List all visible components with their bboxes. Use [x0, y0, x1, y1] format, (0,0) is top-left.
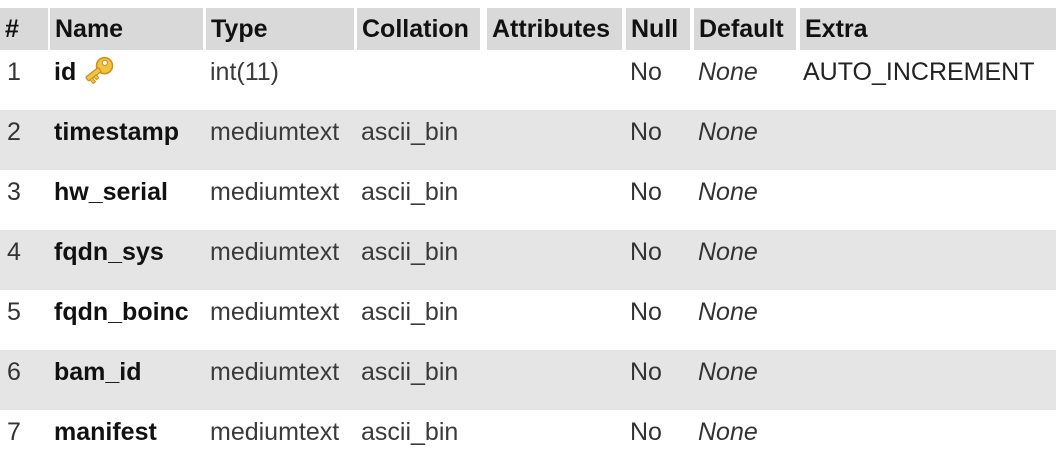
column-null: No: [630, 238, 662, 266]
column-default: None: [698, 418, 758, 446]
column-null: No: [630, 118, 662, 146]
table-row[interactable]: 1 id int(11) No None AUTO_INCREMENT: [0, 50, 1056, 110]
column-name: hw_serial: [54, 178, 168, 206]
header-num[interactable]: #: [0, 8, 48, 50]
header-default[interactable]: Default: [694, 8, 796, 50]
row-number: 3: [7, 178, 21, 206]
column-name: fqdn_boinc: [54, 298, 189, 326]
column-type: mediumtext: [210, 238, 340, 266]
column-default: None: [698, 238, 758, 266]
column-default: None: [698, 298, 758, 326]
column-name: manifest: [54, 418, 157, 446]
row-number: 7: [7, 418, 21, 446]
key-icon: [85, 57, 114, 85]
row-number: 6: [7, 358, 21, 386]
column-type: mediumtext: [210, 178, 340, 206]
column-null: No: [630, 58, 662, 86]
column-default: None: [698, 118, 758, 146]
table-row[interactable]: 4 fqdn_sys mediumtext ascii_bin No None: [0, 230, 1056, 290]
column-name-text: id: [54, 58, 77, 86]
header-null[interactable]: Null: [626, 8, 690, 50]
table-row[interactable]: 6 bam_id mediumtext ascii_bin No None: [0, 350, 1056, 410]
table-row[interactable]: 2 timestamp mediumtext ascii_bin No None: [0, 110, 1056, 170]
column-default: None: [698, 58, 758, 86]
column-collation: ascii_bin: [361, 418, 459, 446]
header-collation[interactable]: Collation: [357, 8, 480, 50]
column-collation: ascii_bin: [361, 298, 459, 326]
column-name: timestamp: [54, 118, 180, 146]
header-type[interactable]: Type: [206, 8, 354, 50]
row-number: 2: [7, 118, 21, 146]
table-header-row: # Name Type Collation Attributes Null De…: [0, 8, 1056, 50]
row-number: 5: [7, 298, 21, 326]
column-collation: ascii_bin: [361, 358, 459, 386]
column-type: mediumtext: [210, 298, 340, 326]
column-null: No: [630, 418, 662, 446]
column-type: mediumtext: [210, 358, 340, 386]
header-attributes[interactable]: Attributes: [487, 8, 622, 50]
table-row[interactable]: 3 hw_serial mediumtext ascii_bin No None: [0, 170, 1056, 230]
column-extra: AUTO_INCREMENT: [803, 58, 1035, 86]
column-type: int(11): [210, 58, 280, 86]
column-collation: ascii_bin: [361, 238, 459, 266]
column-default: None: [698, 178, 758, 206]
column-collation: ascii_bin: [361, 178, 459, 206]
column-null: No: [630, 298, 662, 326]
column-name: id: [54, 50, 116, 100]
header-name[interactable]: Name: [50, 8, 203, 50]
column-type: mediumtext: [210, 418, 340, 446]
column-default: None: [698, 358, 758, 386]
row-number: 1: [7, 58, 21, 86]
header-extra[interactable]: Extra: [800, 8, 1056, 50]
table-row[interactable]: 7 manifest mediumtext ascii_bin No None: [0, 410, 1056, 470]
column-name: fqdn_sys: [54, 238, 164, 266]
column-name: bam_id: [54, 358, 142, 386]
column-type: mediumtext: [210, 118, 340, 146]
row-number: 4: [7, 238, 21, 266]
column-null: No: [630, 178, 662, 206]
column-collation: ascii_bin: [361, 118, 459, 146]
table-row[interactable]: 5 fqdn_boinc mediumtext ascii_bin No Non…: [0, 290, 1056, 350]
column-null: No: [630, 358, 662, 386]
